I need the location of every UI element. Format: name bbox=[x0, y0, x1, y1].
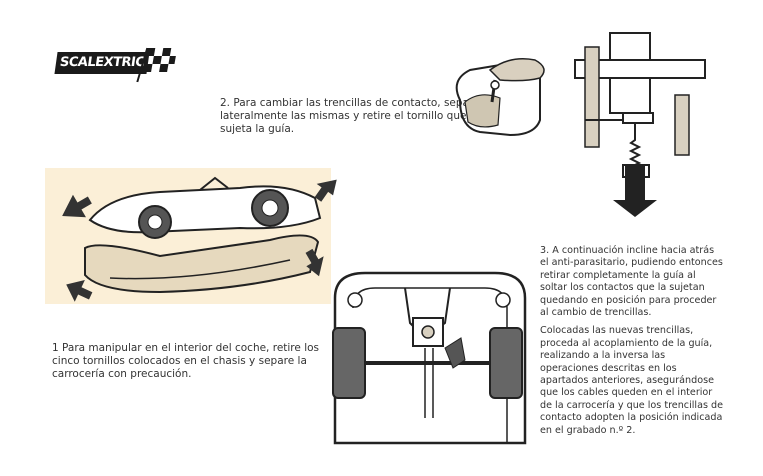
chassis-guide-illustration bbox=[332, 271, 527, 445]
step-3-caption: 3. A continuación incline hacia atrás el… bbox=[540, 245, 725, 443]
step-3-paragraph-1: 3. A continuación incline hacia atrás el… bbox=[540, 245, 723, 319]
guide-screw-detail bbox=[574, 32, 706, 217]
step-2-caption: 2. Para cambiar las trencillas de contac… bbox=[220, 97, 480, 135]
car-disassembly-illustration bbox=[62, 176, 337, 302]
checkered-flag-icon bbox=[136, 47, 176, 83]
step-3-paragraph-2: Colocadas las nuevas trencillas, proceda… bbox=[540, 325, 723, 436]
step-1-caption: 1 Para manipular en el interior del coch… bbox=[52, 342, 320, 380]
logo-text: SCALEXTRIC bbox=[54, 52, 150, 74]
scalextric-logo: SCALEXTRIC bbox=[54, 42, 176, 83]
contact-braid-illustration bbox=[455, 58, 545, 137]
